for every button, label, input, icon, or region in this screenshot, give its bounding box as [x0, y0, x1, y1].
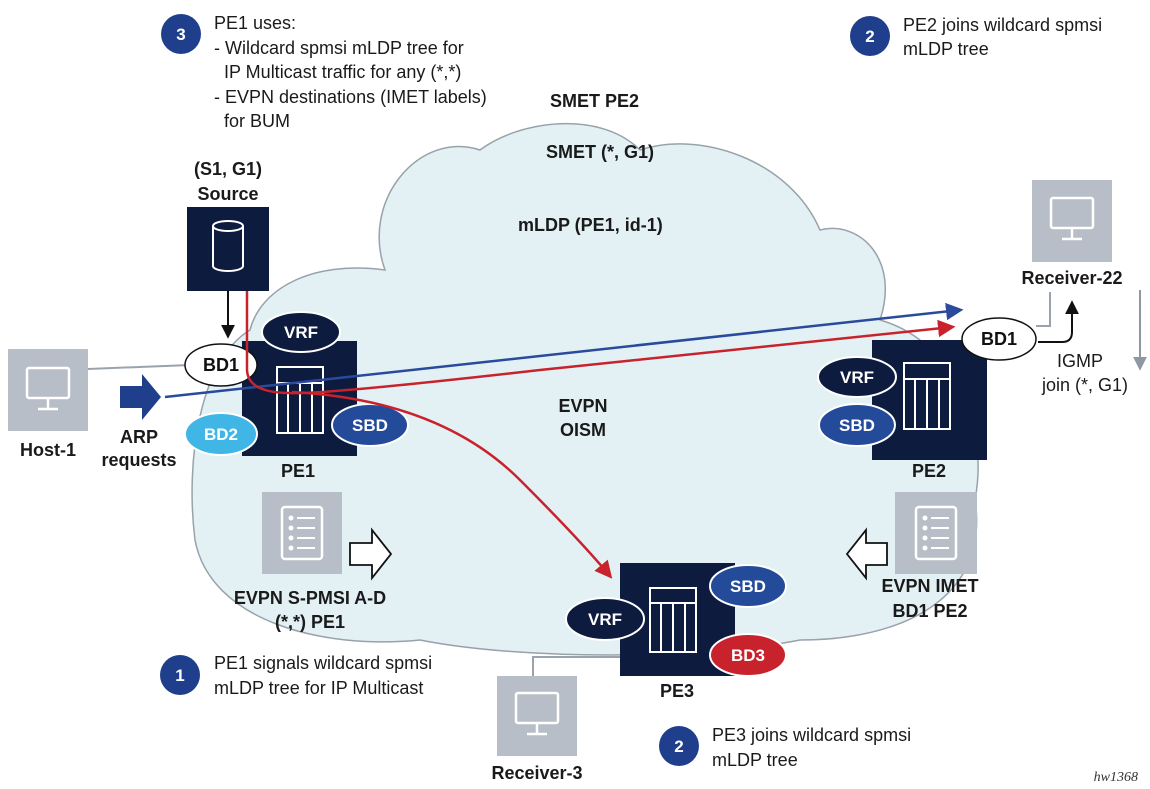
pe1-bd2-pill [184, 412, 258, 456]
imet-label-1: EVPN IMET [881, 576, 978, 596]
pe1-bd2-label: BD2 [204, 425, 238, 444]
receiver-3-label: Receiver-3 [491, 763, 582, 783]
router-chassis-icon [903, 362, 951, 430]
step3-badge-number: 3 [176, 25, 185, 44]
igmp-label-1: IGMP [1057, 351, 1103, 371]
host-1-link [87, 364, 191, 370]
step2-pe3-line-1: PE3 joins wildcard spmsi [712, 725, 911, 745]
step1-badge-number: 1 [175, 666, 184, 685]
pe3-vrf-label: VRF [588, 610, 622, 629]
pe3-bd3-pill [709, 633, 787, 677]
step1-line-2: mLDP tree for IP Multicast [214, 678, 423, 698]
pe2-router [872, 340, 987, 460]
step1-line-1: PE1 signals wildcard spmsi [214, 653, 432, 673]
imet-label-2: BD1 PE2 [892, 601, 967, 621]
arp-label-1: ARP [120, 427, 158, 447]
pe3-label: PE3 [660, 681, 694, 701]
pe1-label: PE1 [281, 461, 315, 481]
step2-pe3-note: 2 PE3 joins wildcard spmsi mLDP tree [659, 725, 911, 770]
pe2-bd1-label: BD1 [981, 329, 1017, 349]
monitor-icon [1049, 196, 1095, 241]
figure-id: hw1368 [1094, 770, 1138, 785]
pe2-sbd-label: SBD [839, 416, 875, 435]
imet-outline-arrow-icon [845, 527, 888, 581]
list-document-icon [280, 505, 324, 561]
step1-badge [160, 655, 200, 695]
smet-g1-label: SMET (*, G1) [546, 142, 654, 162]
pe2-vrf-pill [817, 356, 897, 398]
pe2-label: PE2 [912, 461, 946, 481]
imet-route-doc [895, 492, 977, 574]
step3-line-4: - EVPN destinations (IMET labels) [214, 87, 487, 107]
step2-pe2-line-1: PE2 joins wildcard spmsi [903, 15, 1102, 35]
spmsi-label-1: EVPN S-PMSI A-D [234, 588, 386, 608]
source-label: Source [197, 184, 258, 204]
igmp-join-arrow [1038, 300, 1079, 343]
pe1-vrf-pill [261, 311, 341, 353]
evpn-label: EVPN [558, 396, 607, 416]
step2-pe2-line-2: mLDP tree [903, 39, 989, 59]
receiver-22-link [1036, 292, 1051, 327]
host-1-label: Host-1 [20, 440, 76, 460]
arp-flow-blue-path [164, 302, 964, 399]
arp-arrow-icon [120, 374, 161, 420]
pe3-bd3-label: BD3 [731, 646, 765, 665]
mldp-label: mLDP (PE1, id-1) [518, 215, 663, 235]
pe1-vrf-label: VRF [284, 323, 318, 342]
step3-line-5: for BUM [224, 111, 290, 131]
database-icon [212, 220, 244, 272]
smet-pe2-label: SMET PE2 [550, 91, 639, 111]
receiver-3-device [497, 676, 577, 756]
step2-pe3-line-2: mLDP tree [712, 750, 798, 770]
pe2-bd1-pill [961, 317, 1037, 361]
step1-note: 1 PE1 signals wildcard spmsi mLDP tree f… [160, 653, 432, 698]
pe1-sbd-label: SBD [352, 416, 388, 435]
step3-line-3: IP Multicast traffic for any (*,*) [224, 62, 461, 82]
pe3-sbd-label: SBD [730, 577, 766, 596]
list-document-icon [914, 505, 958, 561]
pe3-vrf-pill [565, 597, 645, 641]
step2-pe3-badge-number: 2 [674, 737, 683, 756]
pe3-sbd-pill [709, 564, 787, 608]
router-chassis-icon [649, 587, 697, 653]
monitor-icon [514, 691, 560, 736]
pe2-vrf-label: VRF [840, 368, 874, 387]
receiver-3-link [532, 656, 620, 676]
host-1-device [8, 349, 88, 431]
monitor-icon [25, 366, 71, 411]
step2-pe2-badge-number: 2 [865, 27, 874, 46]
step2-pe3-badge [659, 726, 699, 766]
step3-line-1: PE1 uses: [214, 13, 296, 33]
spmsi-route-doc [262, 492, 342, 574]
oism-label: OISM [560, 420, 606, 440]
spmsi-label-2: (*,*) PE1 [275, 612, 345, 632]
spmsi-outline-arrow-icon [349, 527, 393, 581]
step3-note: 3 PE1 uses: - Wildcard spmsi mLDP tree f… [161, 13, 487, 131]
step2-pe2-badge [850, 16, 890, 56]
igmp-label-2: join (*, G1) [1041, 375, 1128, 395]
step2-pe2-note: 2 PE2 joins wildcard spmsi mLDP tree [850, 15, 1102, 59]
pe1-sbd-pill [331, 403, 409, 447]
pe1-bd1-label: BD1 [203, 355, 239, 375]
receiver-22-device [1032, 180, 1112, 262]
pe2-sbd-pill [818, 403, 896, 447]
multicast-red-path-to-pe3 [291, 390, 613, 579]
step3-line-2: - Wildcard spmsi mLDP tree for [214, 38, 464, 58]
source-server [187, 207, 269, 291]
step3-badge [161, 14, 201, 54]
pe1-bd1-pill [184, 343, 258, 387]
receiver-22-label: Receiver-22 [1021, 268, 1122, 288]
source-sg-label: (S1, G1) [194, 159, 262, 179]
arp-label-2: requests [101, 450, 176, 470]
